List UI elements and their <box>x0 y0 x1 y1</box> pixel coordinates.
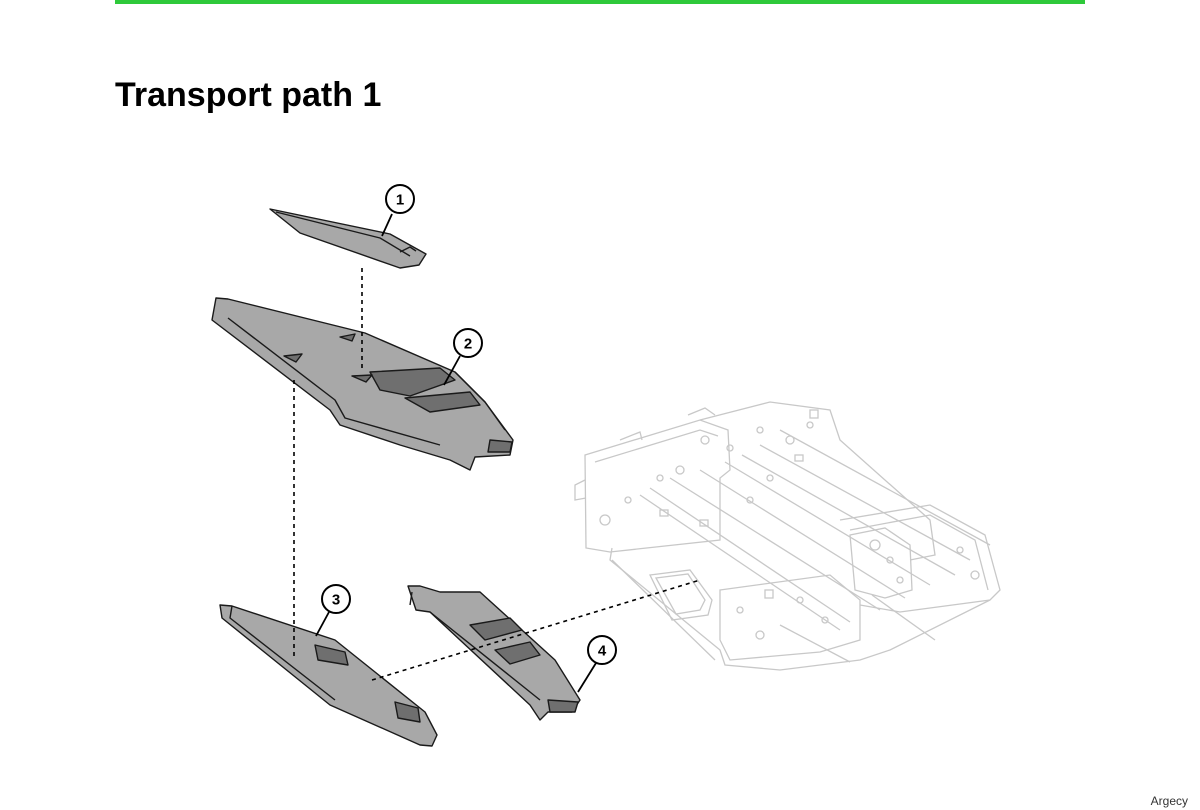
page-title: Transport path 1 <box>115 76 382 114</box>
callout-4-number: 4 <box>598 643 607 660</box>
watermark: Argecy <box>1150 794 1188 808</box>
callout-4-leader <box>577 662 597 693</box>
part-4-side-guide <box>407 585 581 721</box>
callout-1-number: 1 <box>396 192 404 209</box>
callout-2-circle <box>453 328 483 358</box>
callout-2: 2 <box>443 328 483 386</box>
callout-1-circle <box>385 184 415 214</box>
part-3-lower-plate <box>219 604 438 747</box>
part-2-transport-guide <box>211 297 514 471</box>
assembly-line-4-to-frame <box>371 579 701 681</box>
assembly-lines <box>293 268 701 681</box>
callout-4-circle <box>587 635 617 665</box>
callout-3-circle <box>321 584 351 614</box>
top-accent-rule <box>115 0 1085 4</box>
callout-1-leader <box>381 213 393 237</box>
callout-3: 3 <box>315 584 351 637</box>
part-1-upper-guide <box>269 208 427 269</box>
callout-4: 4 <box>577 635 617 693</box>
callout-3-number: 3 <box>332 592 340 609</box>
callout-3-leader <box>315 611 330 637</box>
printer-frame <box>574 401 1001 671</box>
callout-2-number: 2 <box>464 336 472 353</box>
callout-2-leader <box>443 355 461 386</box>
callout-1: 1 <box>381 184 415 237</box>
